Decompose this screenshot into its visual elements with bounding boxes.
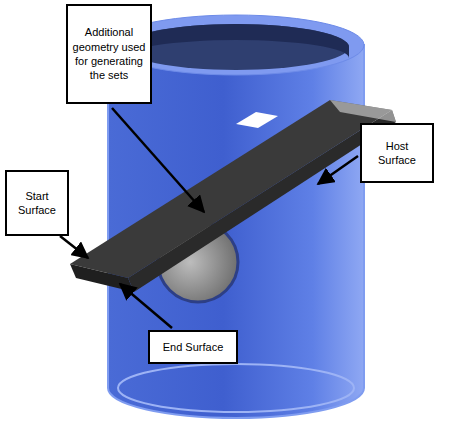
callout-box: Start Surface <box>5 170 69 236</box>
leader-arrow <box>120 284 172 328</box>
callout-text: Host Surface <box>366 139 428 168</box>
bar-highlight <box>236 112 278 128</box>
callout-text: End Surface <box>163 340 224 354</box>
callout-box: Additional geometry used for generating … <box>66 4 152 104</box>
callout-box: Host Surface <box>360 123 434 183</box>
callout-text: Additional geometry used for generating … <box>72 25 146 82</box>
leader-arrow <box>60 236 88 258</box>
bar-top-face <box>70 100 392 278</box>
cylinder-bottom-edge <box>118 364 354 412</box>
leader-arrow <box>112 108 204 212</box>
bar-end-face <box>330 100 396 122</box>
callout-text: Start Surface <box>11 189 63 218</box>
callout-box: End Surface <box>148 330 238 364</box>
leader-arrow <box>318 156 358 184</box>
bore-inner-wall <box>123 24 349 58</box>
cylinder-bore <box>123 24 349 70</box>
bar-side-face <box>128 110 396 292</box>
